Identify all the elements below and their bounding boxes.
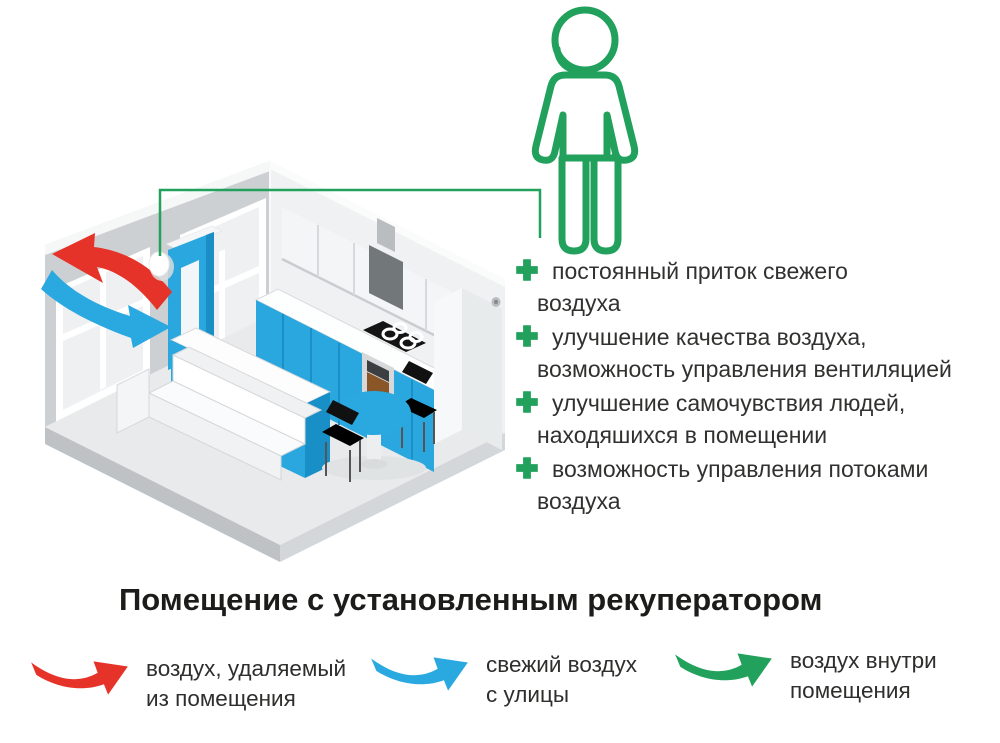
fresh-air-arrow-icon [371, 657, 468, 691]
person-leg-left [558, 154, 590, 255]
caption-title: Помещение с установленным рекуператором [119, 582, 823, 617]
legend-label-line: воздух, удаляемый [146, 656, 347, 681]
connector-line [158, 188, 542, 256]
legend-label: свежий воздух с улицы [486, 648, 637, 710]
sofa [116, 346, 323, 481]
legend-label-line: воздух внутри [790, 648, 937, 673]
table [337, 391, 411, 469]
legend-label-line: свежий воздух [486, 652, 638, 677]
person-icon [531, 6, 639, 255]
benefit-text: возможность управления вентиляцией [537, 356, 952, 382]
chair-back-right [398, 361, 437, 452]
legend-label: воздух, удаляемый из помещения [146, 652, 346, 714]
benefit-item: постоянный приток свежего воздуха [515, 255, 997, 319]
benefit-text: воздуха [537, 488, 621, 514]
window-left [56, 247, 150, 422]
plus-icon [516, 391, 538, 413]
benefit-item: улучшение самочувствия людей, находяшихс… [515, 387, 997, 451]
wall-socket [491, 297, 501, 307]
tall-cabinet [434, 288, 502, 450]
legend-item-exhaust: воздух, удаляемый из помещения [28, 652, 346, 714]
benefit-text: постоянный приток свежего [552, 258, 848, 284]
fresh-air-arrow [41, 270, 171, 348]
room [45, 161, 505, 562]
inside-air-arrow-icon [675, 653, 772, 687]
recuperator-vent [148, 251, 174, 281]
benefit-text: находяшихся в помещении [537, 422, 828, 448]
benefits-list: постоянный приток свежего воздуха улучше… [515, 255, 997, 519]
left-wall-top-edge [45, 161, 270, 255]
benefit-item: возможность управления потоками воздуха [515, 453, 997, 517]
sofa-armrest [116, 368, 150, 434]
benefit-text: улучшение качества воздуха, [552, 324, 867, 350]
plus-icon [516, 325, 538, 347]
plus-icon [516, 259, 538, 281]
benefit-text: воздуха [537, 290, 621, 316]
dining-set [322, 361, 437, 482]
legend-label-line: помещения [790, 678, 911, 703]
table-top [337, 391, 411, 435]
person-face-hook [553, 45, 589, 74]
benefit-text: улучшение самочувствия людей, [552, 390, 906, 416]
legend-label: воздух внутри помещения [790, 644, 937, 706]
legend-item-fresh: свежий воздух с улицы [368, 648, 637, 710]
extractor-hood [369, 218, 403, 310]
plus-icon [516, 457, 538, 479]
legend-item-inside: воздух внутри помещения [672, 644, 937, 706]
chair-front-left [322, 400, 364, 482]
floor-edge-right [280, 433, 505, 562]
legend-label-line: из помещения [146, 686, 296, 711]
benefit-text: возможность управления потоками [552, 456, 929, 482]
exhaust-air-arrow-icon [31, 661, 128, 695]
benefit-item: улучшение качества воздуха, возможность … [515, 321, 997, 385]
legend-label-line: с улицы [486, 682, 570, 707]
exhaust-air-arrow [52, 233, 172, 310]
floor-edge-left [45, 427, 280, 562]
cooktop [363, 321, 426, 352]
person-torso [531, 71, 639, 164]
person-leg-right [590, 154, 622, 255]
legend: воздух, удаляемый из помещения свежий во… [0, 640, 1000, 730]
